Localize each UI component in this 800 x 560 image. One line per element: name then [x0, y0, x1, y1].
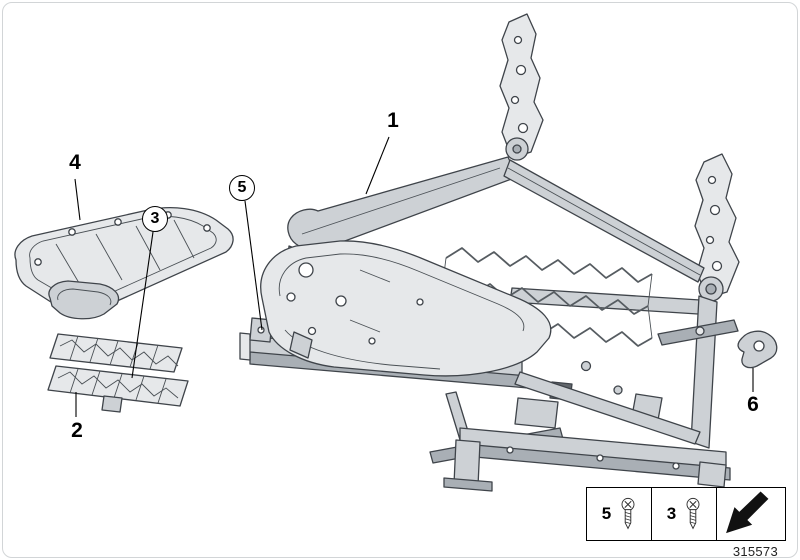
legend-item-arrow: [716, 487, 786, 541]
callout-3[interactable]: 3: [142, 206, 168, 232]
part-6-bracket: [737, 330, 778, 369]
legend-item-5: 5: [586, 487, 652, 541]
screw-icon: [621, 497, 635, 530]
leader-lines: [74, 136, 754, 417]
callout-1[interactable]: 1: [387, 109, 399, 132]
legend-item-3: 3: [651, 487, 717, 541]
legend: 5 3: [586, 487, 786, 541]
part-2-heater-mat: [47, 333, 189, 413]
callout-4[interactable]: 4: [69, 151, 81, 174]
part-4-seat-pan-trim: [14, 207, 234, 320]
part-1-seat-frame: [239, 13, 740, 492]
callout-6[interactable]: 6: [747, 393, 759, 416]
callout-2[interactable]: 2: [71, 419, 83, 442]
callout-5[interactable]: 5: [229, 175, 255, 201]
screw-icon: [686, 497, 700, 530]
diagram-number: 315573: [732, 544, 778, 559]
direction-arrow-icon: [726, 491, 769, 534]
legend-label-3: 3: [666, 504, 677, 523]
legend-label-5: 5: [601, 504, 612, 523]
